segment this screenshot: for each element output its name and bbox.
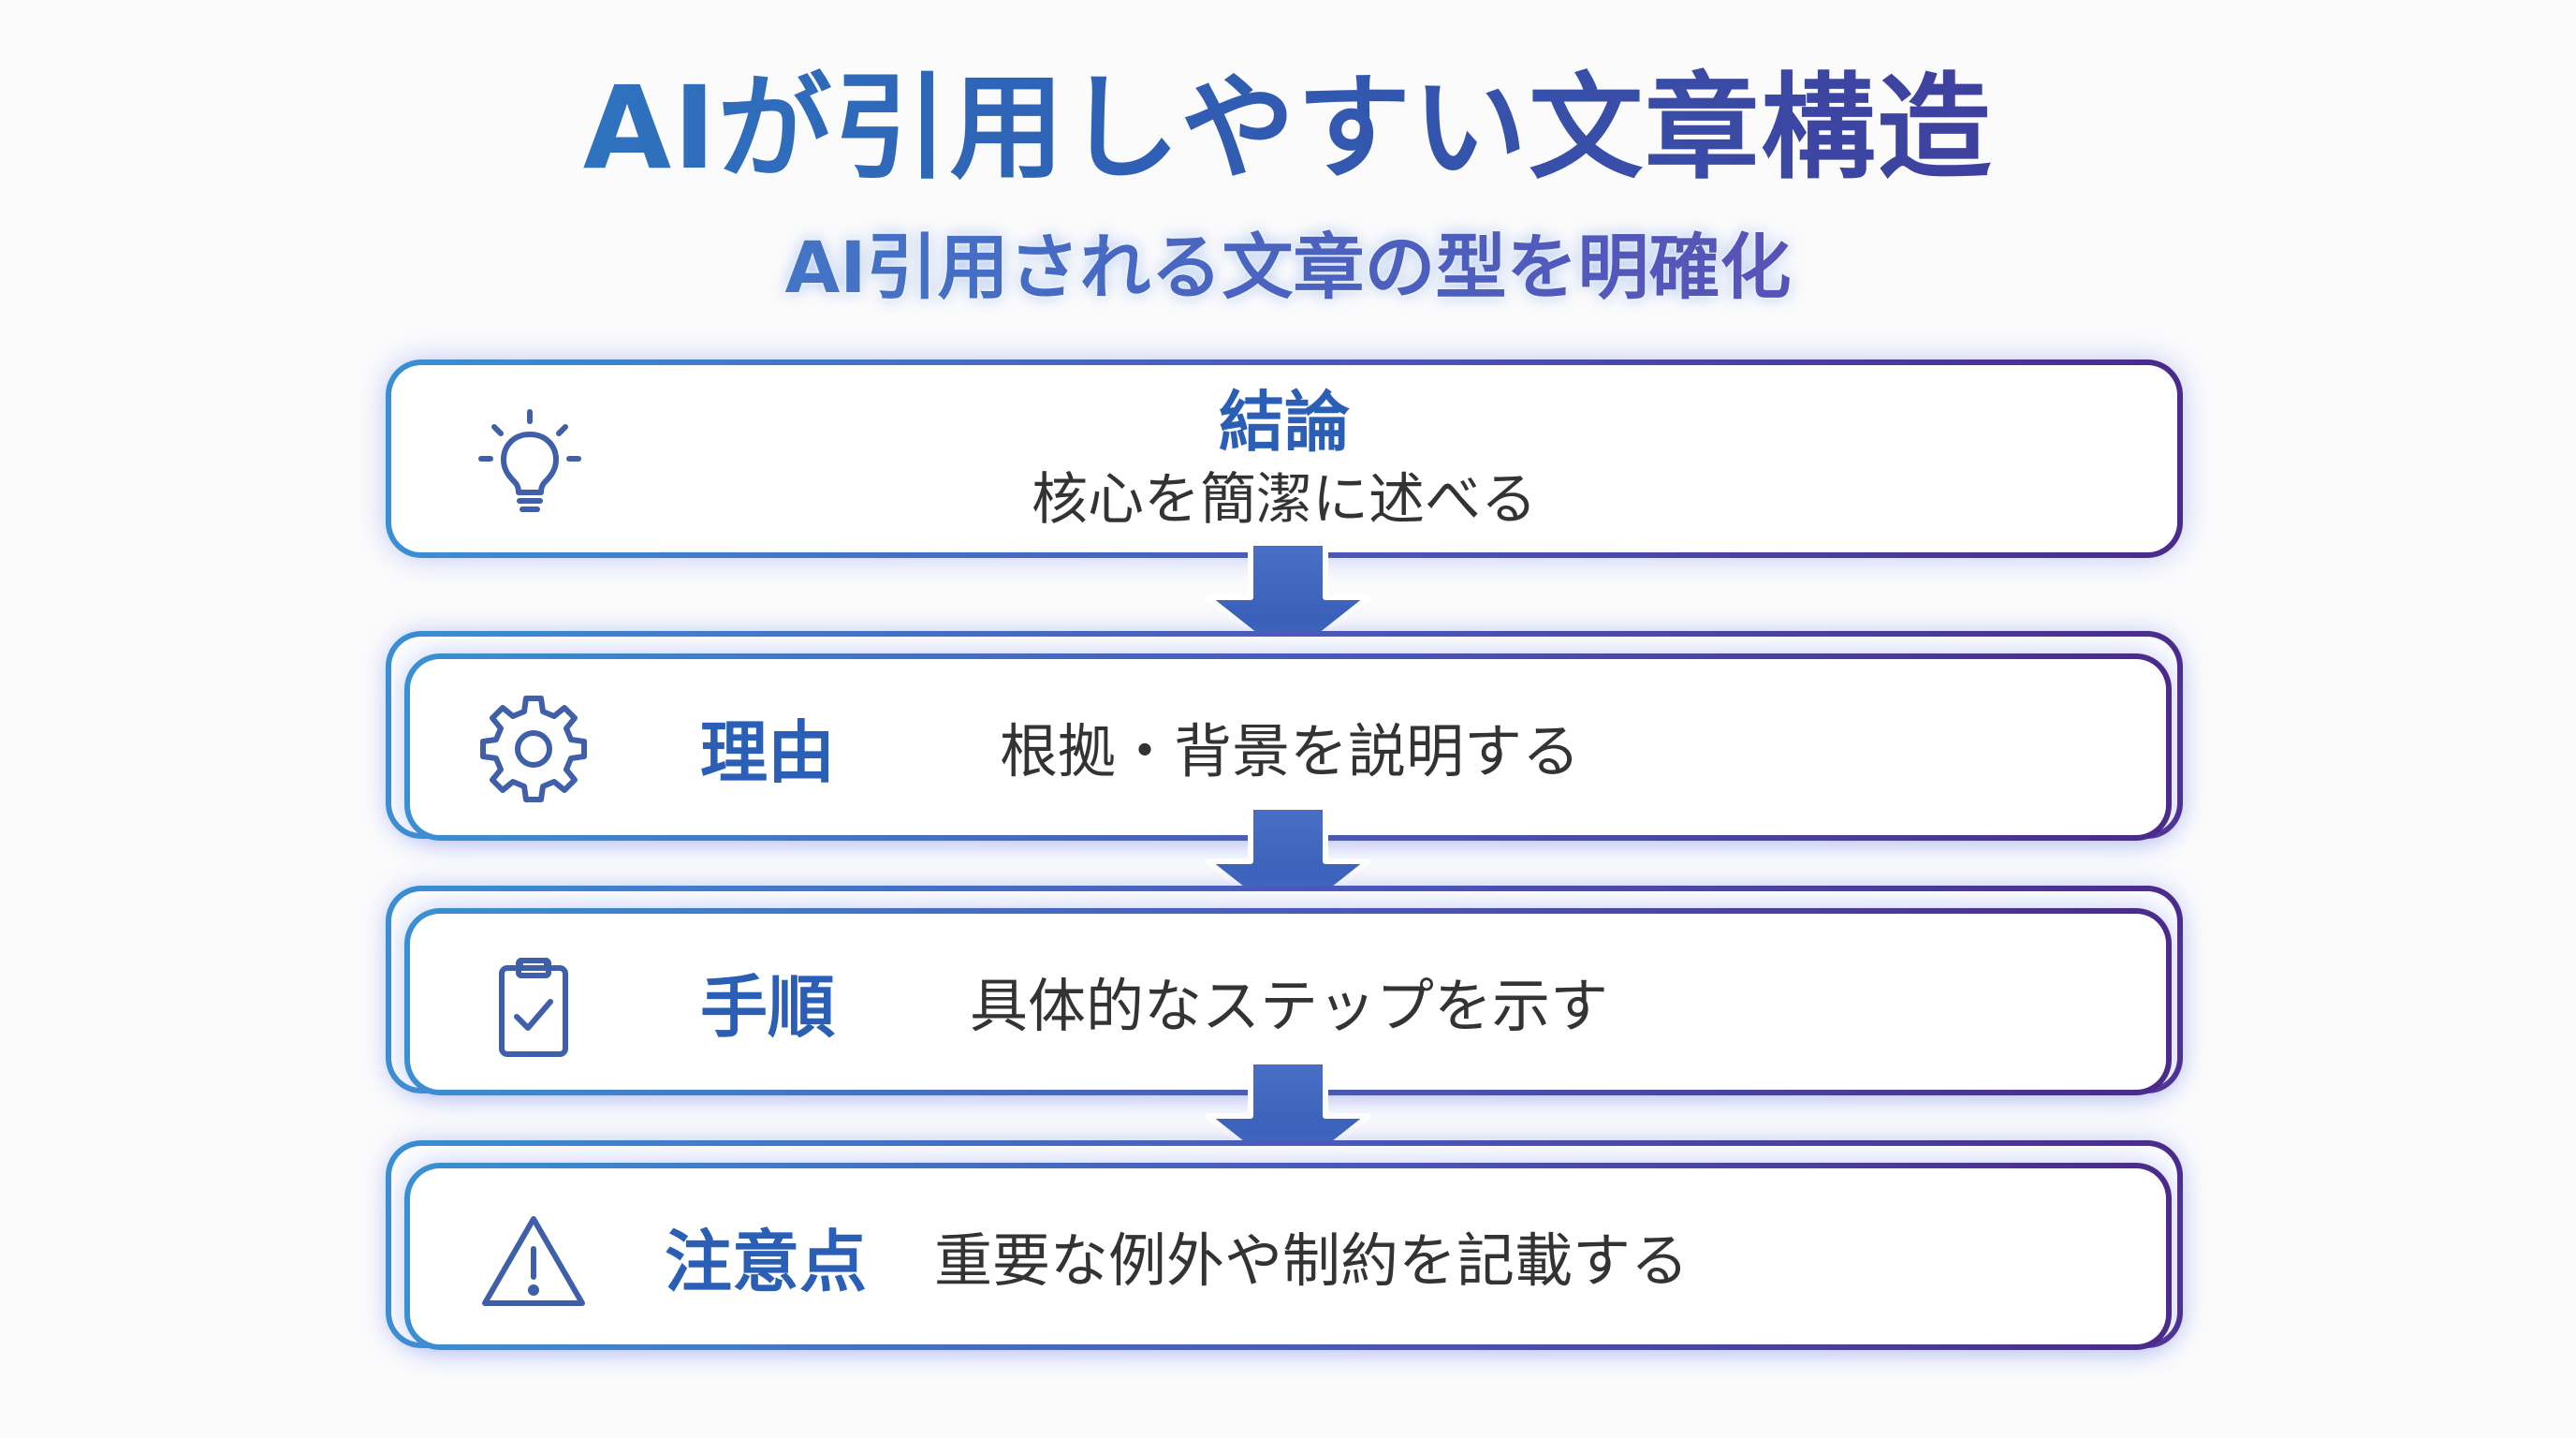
lightbulb-icon: [474, 406, 586, 519]
warning-icon: [477, 1206, 590, 1318]
clipboard-check-icon: [477, 951, 590, 1064]
step-description-caution: 重要な例外や制約を記載する: [934, 1226, 1690, 1295]
step-label-conclusion: 結論: [1219, 384, 1350, 461]
step-card-conclusion: 結論 核心を簡潔に述べる: [386, 360, 2183, 558]
step-description-procedure: 具体的なステップを示す: [970, 972, 1609, 1040]
step-description-reason: 根拠・背景を説明する: [1000, 717, 1581, 785]
step-label-procedure: 手順: [700, 968, 836, 1047]
page-subtitle: AI引用される文章の型を明確化: [0, 221, 2576, 315]
arrow-down-icon: [1204, 543, 1372, 663]
gear-icon: [477, 693, 590, 805]
page-title: AIが引用しやすい文章構造: [0, 58, 2576, 198]
step-card-caution: 注意点 重要な例外や制約を記載する: [404, 1163, 2172, 1350]
step-label-reason: 理由: [700, 713, 836, 792]
step-card-procedure: 手順 具体的なステップを示す: [404, 908, 2172, 1095]
step-card-reason: 理由 根拠・背景を説明する: [404, 653, 2172, 841]
step-description-conclusion: 核心を簡潔に述べる: [1032, 467, 1537, 533]
step-label-caution: 注意点: [665, 1223, 868, 1301]
